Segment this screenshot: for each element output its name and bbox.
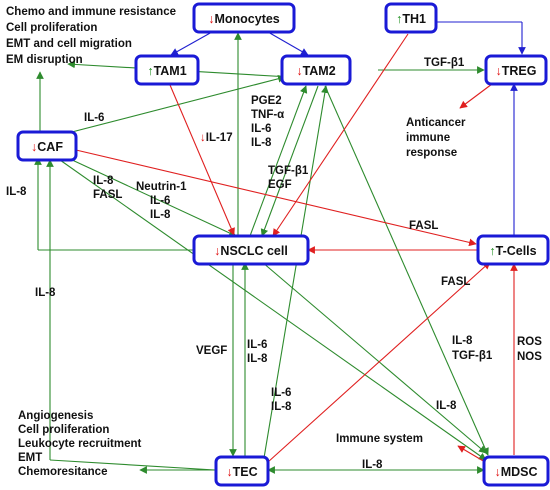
il8-mid-label: IL-8	[436, 400, 457, 412]
neutrin-block-text: Neutrin-1 IL-6 IL-8	[136, 181, 190, 221]
il6-il8-a-text: IL-6 IL-8	[247, 339, 271, 365]
il6-caf-label: IL-6	[84, 112, 104, 124]
edge-nsclc-mdsc	[261, 261, 487, 454]
edge-tec-tcells	[267, 261, 491, 463]
node-box	[384, 2, 438, 34]
edge-th1-nsclc	[272, 33, 409, 237]
node-box	[16, 130, 78, 162]
node-label: ↓TAM2	[296, 64, 335, 78]
angio-block-text: Angiogenesis Cell proliferation Leukocyt…	[18, 410, 145, 478]
vegf-label: VEGF	[196, 345, 227, 357]
node-label: ↓TEC	[226, 465, 257, 479]
node-box	[192, 2, 296, 34]
edge-nsclc-tam2-a	[249, 85, 308, 237]
node-monocytes: ↓Monocytes	[192, 2, 296, 34]
fasl-mid-label: FASL	[441, 276, 470, 288]
edge-treg-anticancer	[459, 83, 493, 109]
node-box	[482, 455, 550, 487]
edge-monocytes-tam1	[170, 31, 213, 56]
node-mdsc: ↓MDSC	[482, 455, 550, 487]
il8-lower-left-label: IL-8	[35, 287, 56, 299]
edge-caf-mdsc	[59, 159, 487, 461]
chemo-block-text: Chemo and immune resistance Cell prolife…	[6, 6, 179, 66]
edge-tam2-mdsc	[324, 85, 489, 456]
node-box	[484, 54, 548, 86]
il8-bottom-label: IL-8	[362, 459, 383, 471]
node-box	[280, 54, 352, 86]
edge-caf-tcells	[75, 149, 477, 247]
il8-tgfb1-text: IL-8 TGF-β1	[452, 335, 493, 362]
edge-tam1-nsclc	[169, 84, 235, 236]
labels: Chemo and immune resistance Cell prolife…	[6, 6, 545, 478]
node-th1: ↑TH1	[384, 2, 438, 34]
node-box	[476, 234, 550, 266]
node-nsclc: ↓NSCLC cell	[192, 234, 310, 266]
edge-caf-tam2	[67, 75, 286, 134]
node-label: ↑TAM1	[147, 64, 186, 78]
edge-tec-caf-a	[49, 459, 216, 471]
edge-nsclc-tam2-b	[260, 85, 319, 237]
edge-monocytes-tam2	[267, 31, 309, 56]
il6-il8-b-text: IL-6 IL-8	[271, 387, 295, 413]
edges	[34, 21, 526, 474]
node-label: ↓CAF	[31, 140, 63, 154]
node-treg: ↓TREG	[484, 54, 548, 86]
ros-nos-text: ROS NOS	[517, 336, 545, 363]
immune-system-label: Immune system	[336, 433, 423, 445]
node-tcells: ↑T-Cells	[476, 234, 550, 266]
edge-tec-tam2	[263, 85, 329, 459]
fasl-right-label: FASL	[409, 220, 438, 232]
node-label: ↓NSCLC cell	[214, 244, 288, 258]
node-box	[134, 54, 200, 86]
edge-mdsc-immune	[457, 445, 486, 463]
node-box	[214, 455, 270, 487]
node-tam1: ↑TAM1	[134, 54, 200, 86]
node-label: ↑TH1	[396, 12, 426, 26]
tgfb1-top-label: TGF-β1	[424, 57, 465, 69]
node-tec: ↓TEC	[214, 455, 270, 487]
pge2-block-text: PGE2 TNF-α IL-6 IL-8	[251, 95, 287, 149]
node-caf: ↓CAF	[16, 130, 78, 162]
node-label: ↓MDSC	[494, 465, 537, 479]
il17-label: ↓IL-17	[200, 132, 233, 144]
node-label: ↑T-Cells	[489, 244, 536, 258]
node-label: ↓Monocytes	[208, 12, 280, 26]
anticancer-text: Anticancer immune response	[406, 117, 469, 159]
node-label: ↓TREG	[496, 64, 537, 78]
tgfb1-egf-text: TGF-β1 EGF	[268, 165, 311, 191]
il8-left-label: IL-8	[6, 186, 27, 198]
il8-fasl-text: IL-8 FASL	[93, 175, 122, 201]
node-tam2: ↓TAM2	[280, 54, 352, 86]
edge-caf-nsclc	[69, 158, 237, 237]
node-box	[192, 234, 310, 266]
